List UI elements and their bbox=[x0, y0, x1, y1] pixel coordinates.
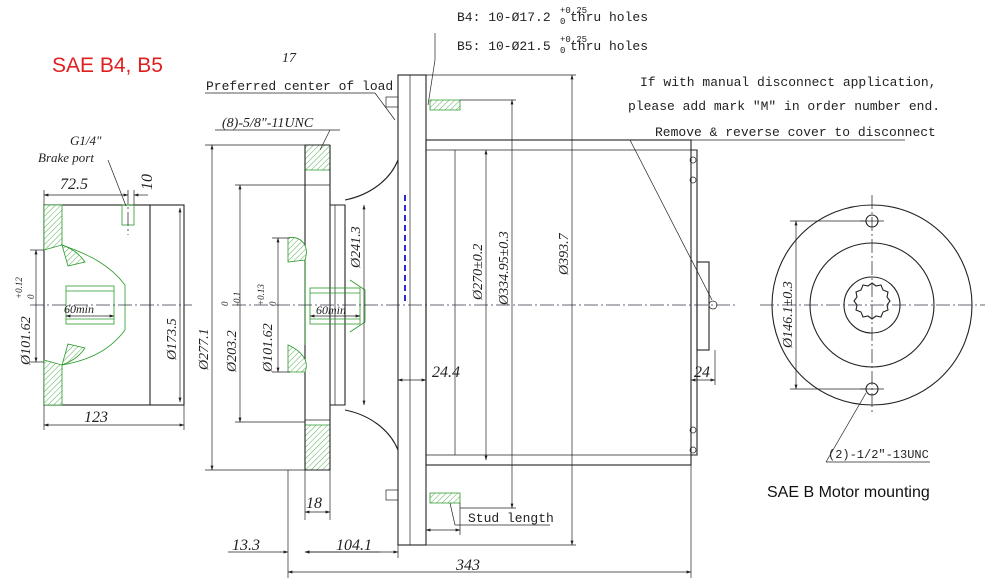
dim-270: Ø270±0.2 bbox=[471, 244, 486, 301]
disconnect-note-3: Remove & reverse cover to disconnect bbox=[655, 125, 936, 140]
dim-146-1: Ø146.1±0.3 bbox=[781, 281, 796, 349]
svg-text:thru holes: thru holes bbox=[570, 10, 648, 25]
svg-text:Ø101.62: Ø101.62 bbox=[261, 323, 276, 373]
middle-view bbox=[205, 33, 905, 578]
load-value: 17 bbox=[282, 51, 297, 66]
svg-text:0: 0 bbox=[220, 301, 230, 306]
brake-port-label: Brake port bbox=[38, 150, 94, 165]
svg-text:0: 0 bbox=[560, 46, 565, 56]
svg-text:B4: 10-Ø17.2: B4: 10-Ø17.2 bbox=[457, 10, 551, 25]
dim-72-5: 72.5 bbox=[60, 176, 88, 193]
svg-text:0: 0 bbox=[268, 301, 278, 306]
svg-text:0: 0 bbox=[560, 17, 565, 27]
bolt-spec: (8)-5/8"-11UNC bbox=[222, 116, 314, 131]
dim-123: 123 bbox=[84, 409, 108, 426]
dim-24-right: 24 bbox=[694, 364, 710, 381]
svg-text:B5: 10-Ø21.5: B5: 10-Ø21.5 bbox=[457, 39, 551, 54]
dim-24-4: 24.4 bbox=[432, 364, 460, 381]
subtitle-bottom: SAE B Motor mounting bbox=[767, 484, 930, 501]
svg-text:-0.1: -0.1 bbox=[232, 292, 242, 306]
svg-text:+0.25: +0.25 bbox=[560, 35, 587, 45]
tapped-holes-spec: (2)-1/2"-13UNC bbox=[828, 448, 929, 462]
dim-241-3: Ø241.3 bbox=[349, 226, 364, 269]
svg-text:+0.25: +0.25 bbox=[560, 6, 587, 16]
dim-277-1: Ø277.1 bbox=[197, 328, 212, 371]
svg-text:Ø277.1: Ø277.1 bbox=[197, 328, 212, 371]
svg-text:Ø203.2: Ø203.2 bbox=[225, 330, 240, 373]
dim-60min-mid: 60min bbox=[316, 303, 346, 317]
dim-101-62-mid: Ø101.62 +0.13 0 bbox=[256, 284, 278, 373]
svg-text:0: 0 bbox=[26, 294, 36, 299]
brake-port-size: G1/4" bbox=[70, 133, 102, 148]
stud-length: Stud length bbox=[468, 511, 554, 526]
dim-334-95: Ø334.95±0.3 bbox=[497, 231, 512, 306]
left-view bbox=[30, 159, 192, 430]
dim-10: 10 bbox=[139, 174, 156, 190]
hole-b5-note: B5: 10-Ø21.5 +0.25 0 thru holes bbox=[457, 35, 648, 56]
dim-18: 18 bbox=[306, 495, 322, 512]
hole-b4-note: B4: 10-Ø17.2 +0.25 0 thru holes bbox=[457, 6, 648, 27]
dim-60min-left: 60min bbox=[64, 302, 94, 316]
dim-393-7: Ø393.7 bbox=[557, 232, 572, 276]
disconnect-note-1: If with manual disconnect application, bbox=[640, 75, 936, 90]
dim-104-1: 104.1 bbox=[336, 537, 372, 554]
svg-text:+0.12: +0.12 bbox=[14, 277, 24, 299]
title: SAE B4, B5 bbox=[52, 54, 163, 77]
dim-173-5: Ø173.5 bbox=[165, 318, 180, 361]
dim-13-3: 13.3 bbox=[232, 537, 260, 554]
svg-text:Ø101.62: Ø101.62 bbox=[19, 316, 34, 366]
dim-203-2: Ø203.2 0 -0.1 bbox=[220, 292, 242, 373]
dim-101-62-left: Ø101.62 +0.12 0 bbox=[14, 277, 36, 366]
svg-text:+0.13: +0.13 bbox=[256, 284, 266, 306]
svg-text:thru holes: thru holes bbox=[570, 39, 648, 54]
right-view bbox=[760, 195, 985, 463]
dim-343: 343 bbox=[455, 557, 480, 574]
load-label: Preferred center of load bbox=[206, 79, 393, 94]
disconnect-note-2: please add mark "M" in order number end. bbox=[628, 99, 940, 114]
